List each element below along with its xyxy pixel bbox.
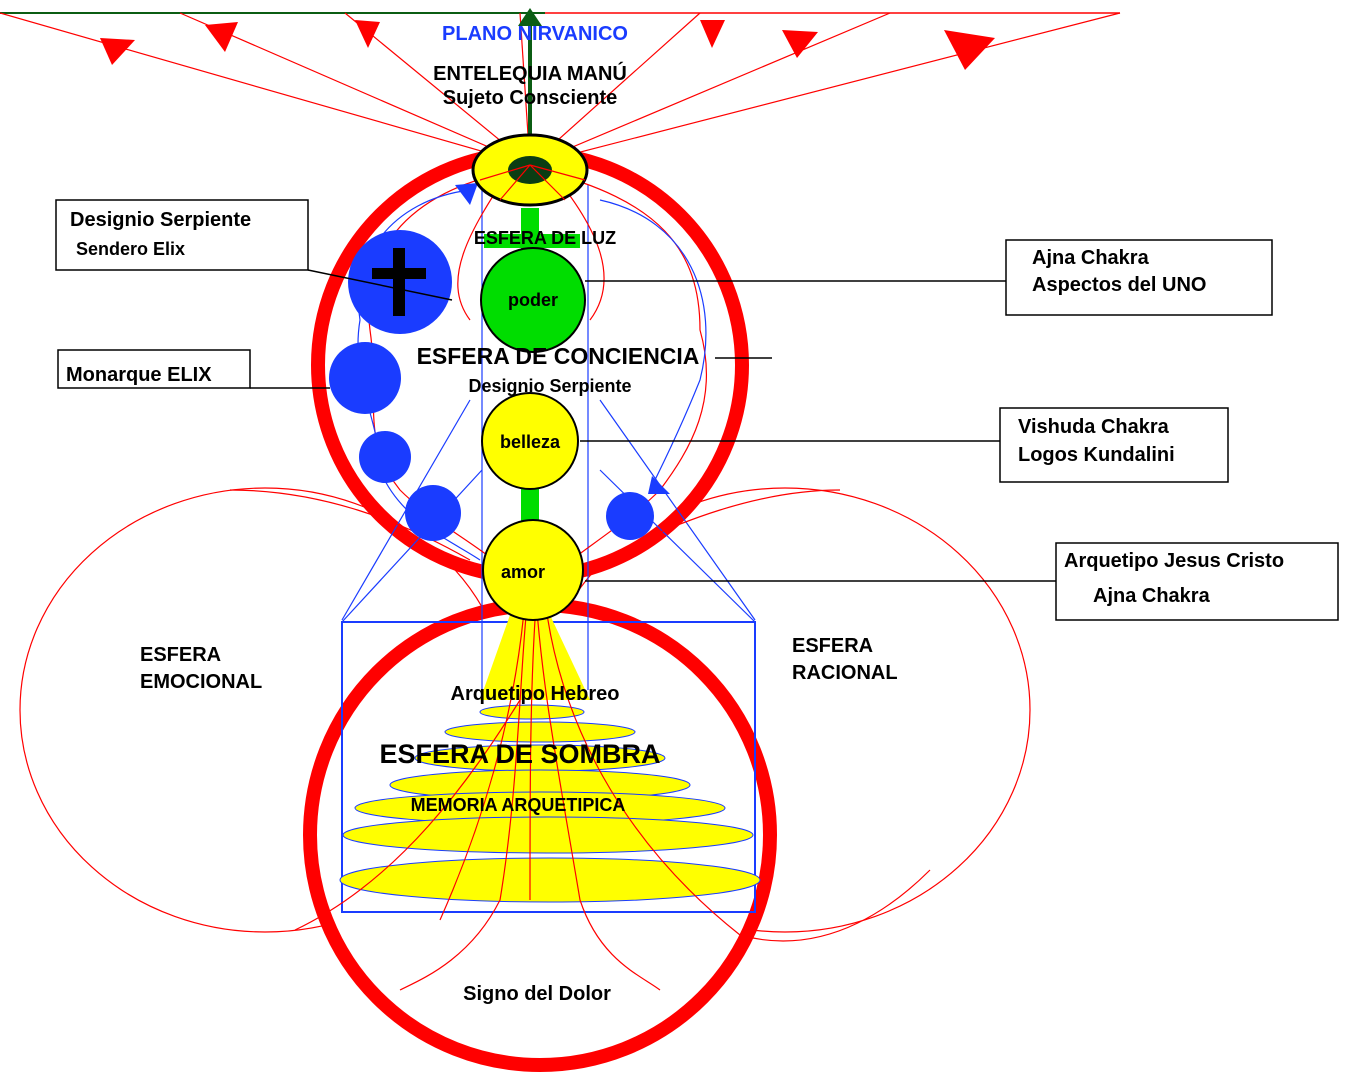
callout-designio-line1: Designio Serpiente — [70, 209, 251, 231]
serpent-arrowhead-right — [648, 476, 670, 494]
designio-label: Designio Serpiente — [468, 376, 631, 396]
callout-ajna-line1: Ajna Chakra — [1032, 247, 1150, 269]
serpent-arrowhead-top — [455, 183, 478, 205]
sujeto-label: Sujeto Consciente — [443, 87, 617, 109]
shadow-cone — [480, 615, 590, 700]
center-belleza — [481, 392, 579, 490]
center-amor-label: amor — [501, 562, 545, 582]
callout-jesus-box — [1055, 542, 1339, 621]
callout-vishuda-line2: Logos Kundalini — [1018, 444, 1175, 466]
center-poder-label: poder — [508, 290, 558, 310]
entelequia-label: ENTELEQUIA MANÚ — [433, 61, 627, 85]
esfera-emocional-line2: EMOCIONAL — [140, 671, 262, 693]
esfera-conciencia-label: ESFERA DE CONCIENCIA — [417, 343, 700, 369]
center-amor — [482, 519, 584, 621]
esfera-luz-label: ESFERA DE LUZ — [474, 228, 616, 248]
nirvanic-rays — [0, 12, 1121, 166]
axis-arrowhead — [518, 8, 542, 26]
callout-monarque-box — [57, 349, 251, 389]
center-poder — [480, 247, 586, 353]
callout-vishuda-box — [999, 407, 1229, 483]
crown-rays — [479, 164, 586, 201]
callout-vishuda-line1: Vishuda Chakra — [1018, 416, 1170, 438]
memoria-arquetipica-label: MEMORIA ARQUETIPICA — [411, 795, 626, 815]
callout-monarque-label: Monarque ELIX — [66, 364, 212, 386]
cross-icon — [372, 248, 426, 316]
esfera-racional-line1: ESFERA — [792, 635, 873, 657]
green-channel-lower — [521, 482, 539, 527]
callout-jesus-line2: Ajna Chakra — [1093, 585, 1211, 607]
callout-ajna-line2: Aspectos del UNO — [1032, 274, 1206, 296]
esfera-sombra-label: ESFERA DE SOMBRA — [379, 739, 660, 769]
plane-title: PLANO NIRVANICO — [442, 23, 628, 45]
callout-jesus-line1: Arquetipo Jesus Cristo — [1064, 550, 1284, 572]
arquetipo-hebreo-label: Arquetipo Hebreo — [451, 683, 620, 705]
esfera-emocional-line1: ESFERA — [140, 644, 221, 666]
archetypal-discs — [339, 704, 761, 903]
center-belleza-label: belleza — [500, 432, 561, 452]
callout-designio-leader — [307, 269, 453, 301]
esfera-racional-line2: RACIONAL — [792, 662, 898, 684]
green-band-luz — [484, 234, 580, 248]
callout-designio-box — [55, 199, 309, 271]
shadow-currents — [294, 579, 931, 991]
callout-ajna-box — [1005, 239, 1273, 316]
signo-dolor-label: Signo del Dolor — [463, 983, 611, 1005]
ray-arrowheads — [100, 20, 995, 70]
callout-designio-line2: Sendero Elix — [76, 239, 185, 259]
